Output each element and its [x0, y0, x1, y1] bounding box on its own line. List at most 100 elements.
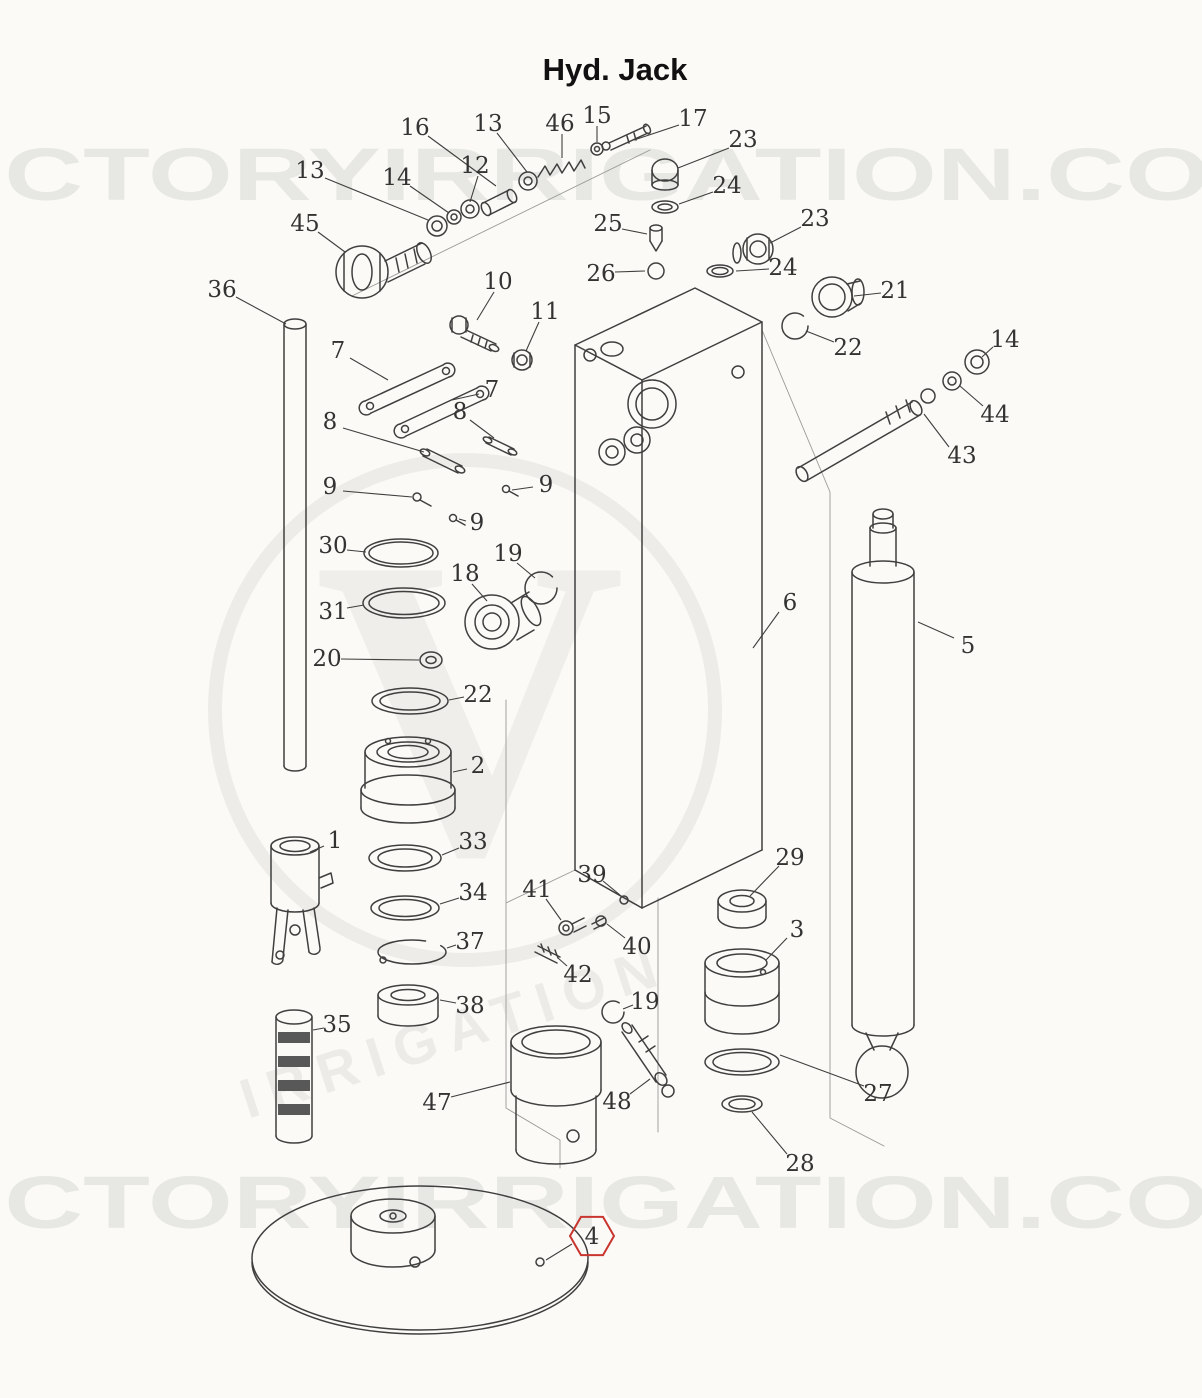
part-callout-31: 31 [318, 599, 347, 625]
part-48-release-pin [621, 1021, 675, 1098]
watermark-monogram: V [315, 470, 626, 946]
part-callout-2: 2 [471, 753, 486, 779]
part-callout-33: 33 [458, 829, 487, 855]
part-35-filter-screen [275, 1009, 313, 1144]
part-callout-22: 22 [463, 682, 492, 708]
part-callout-42: 42 [563, 962, 592, 988]
part-5-ram-cylinder [851, 508, 915, 1099]
callout-leader-line [324, 177, 429, 221]
part-3-cylinder-cap [704, 948, 780, 1035]
callout-leader-line [342, 490, 413, 498]
callout-leader-line [606, 923, 626, 939]
part-callout-22: 22 [833, 335, 862, 361]
watermark-circle [208, 453, 722, 967]
callout-leader-line [309, 845, 325, 853]
part-23-nut-right [732, 233, 774, 265]
part-1-pump-piston [270, 836, 334, 965]
part-9-cotter-pins [412, 484, 519, 526]
callout-leader-line [496, 132, 528, 173]
part-2-pump-gland [360, 736, 456, 824]
callout-leader-line [441, 847, 460, 856]
part-callout-35: 35 [322, 1012, 351, 1038]
callout-leader-line [557, 957, 568, 967]
part-callout-48: 48 [602, 1089, 631, 1115]
section-boundary-lines [351, 149, 885, 1169]
callout-leader-line [602, 880, 621, 896]
part-28-o-ring [721, 1095, 763, 1113]
part-25-valve-cone [649, 224, 663, 252]
callout-leader-line [735, 268, 770, 272]
part-45-filler-plug [335, 242, 432, 299]
callout-leader-line [622, 1004, 634, 1010]
callout-leader-line [469, 419, 495, 439]
part-callout-25: 25 [593, 211, 622, 237]
callout-leader-line [409, 185, 450, 214]
part-8-pins [419, 436, 518, 474]
callout-leader-line [427, 135, 497, 187]
callout-leader-line [751, 1111, 788, 1155]
callout-leader-line [853, 292, 882, 297]
callout-leader-line [545, 898, 562, 921]
part-39-ball [619, 895, 629, 905]
callout-leader-line [476, 291, 495, 321]
part-30-o-ring [363, 538, 439, 568]
part-37-snap-ring [377, 939, 447, 965]
part-46-spring [537, 159, 586, 178]
part-callout-23: 23 [800, 206, 829, 232]
part-6-valve-body [574, 287, 763, 909]
part-callout-30: 30 [318, 533, 347, 559]
callout-leader-line [458, 518, 467, 522]
callout-leader-line [349, 357, 389, 381]
callout-leader-line [452, 768, 468, 773]
part-callout-28: 28 [785, 1151, 814, 1177]
part-callout-8: 8 [453, 399, 468, 425]
part-27-seal-ring [704, 1048, 780, 1076]
part-36-handle-rod [283, 318, 307, 772]
parts-drawing [251, 123, 990, 1335]
watermark-text-bottom: VICTORYIRRIGATION.COM [0, 1161, 1202, 1244]
callout-leader-line [446, 944, 457, 949]
part-22-backup-ring [371, 687, 449, 715]
part-26-steel-ball [647, 262, 665, 280]
part-7-handle-links [358, 362, 490, 439]
callout-leader-line [614, 270, 646, 273]
callout-leader-line [959, 385, 984, 407]
part-31-ring [362, 587, 446, 619]
part-callout-4: 4 [585, 1224, 600, 1250]
part-callout-44: 44 [980, 402, 1009, 428]
callout-leader-line [677, 147, 730, 169]
part-callout-20: 20 [312, 646, 341, 672]
part-callout-19: 19 [630, 989, 659, 1015]
part-callout-47: 47 [422, 1090, 451, 1116]
part-callout-17: 17 [678, 106, 707, 132]
callout-leader-line [511, 486, 534, 491]
part-callout-12: 12 [460, 153, 489, 179]
part-callout-5: 5 [961, 633, 976, 659]
part-callout-43: 43 [947, 443, 976, 469]
part-callout-29: 29 [775, 845, 804, 871]
part-callout-23: 23 [728, 127, 757, 153]
part-callout-24: 24 [712, 173, 741, 199]
callout-leader-line [923, 413, 950, 448]
callout-leader-line [346, 549, 367, 553]
part-callout-26: 26 [586, 261, 615, 287]
part-callout-18: 18 [450, 561, 479, 587]
part-callout-39: 39 [577, 862, 606, 888]
part-29-bushing [717, 889, 767, 929]
part-13-14-12-seal-rings [426, 199, 480, 237]
callout-leader-line [779, 1054, 865, 1087]
part-11-nut [511, 349, 533, 371]
part-callout-40: 40 [622, 934, 651, 960]
part-callout-24: 24 [768, 255, 797, 281]
part-callout-46: 46 [545, 111, 574, 137]
part-17-pump-rod [601, 123, 652, 151]
part-callout-6: 6 [783, 590, 798, 616]
part-callout-13: 13 [473, 111, 502, 137]
callout-leader-line [981, 346, 994, 358]
callout-leader-line [525, 321, 540, 352]
part-callout-1: 1 [328, 828, 343, 854]
callout-leader-line [678, 191, 714, 205]
part-callout-11: 11 [530, 299, 559, 325]
